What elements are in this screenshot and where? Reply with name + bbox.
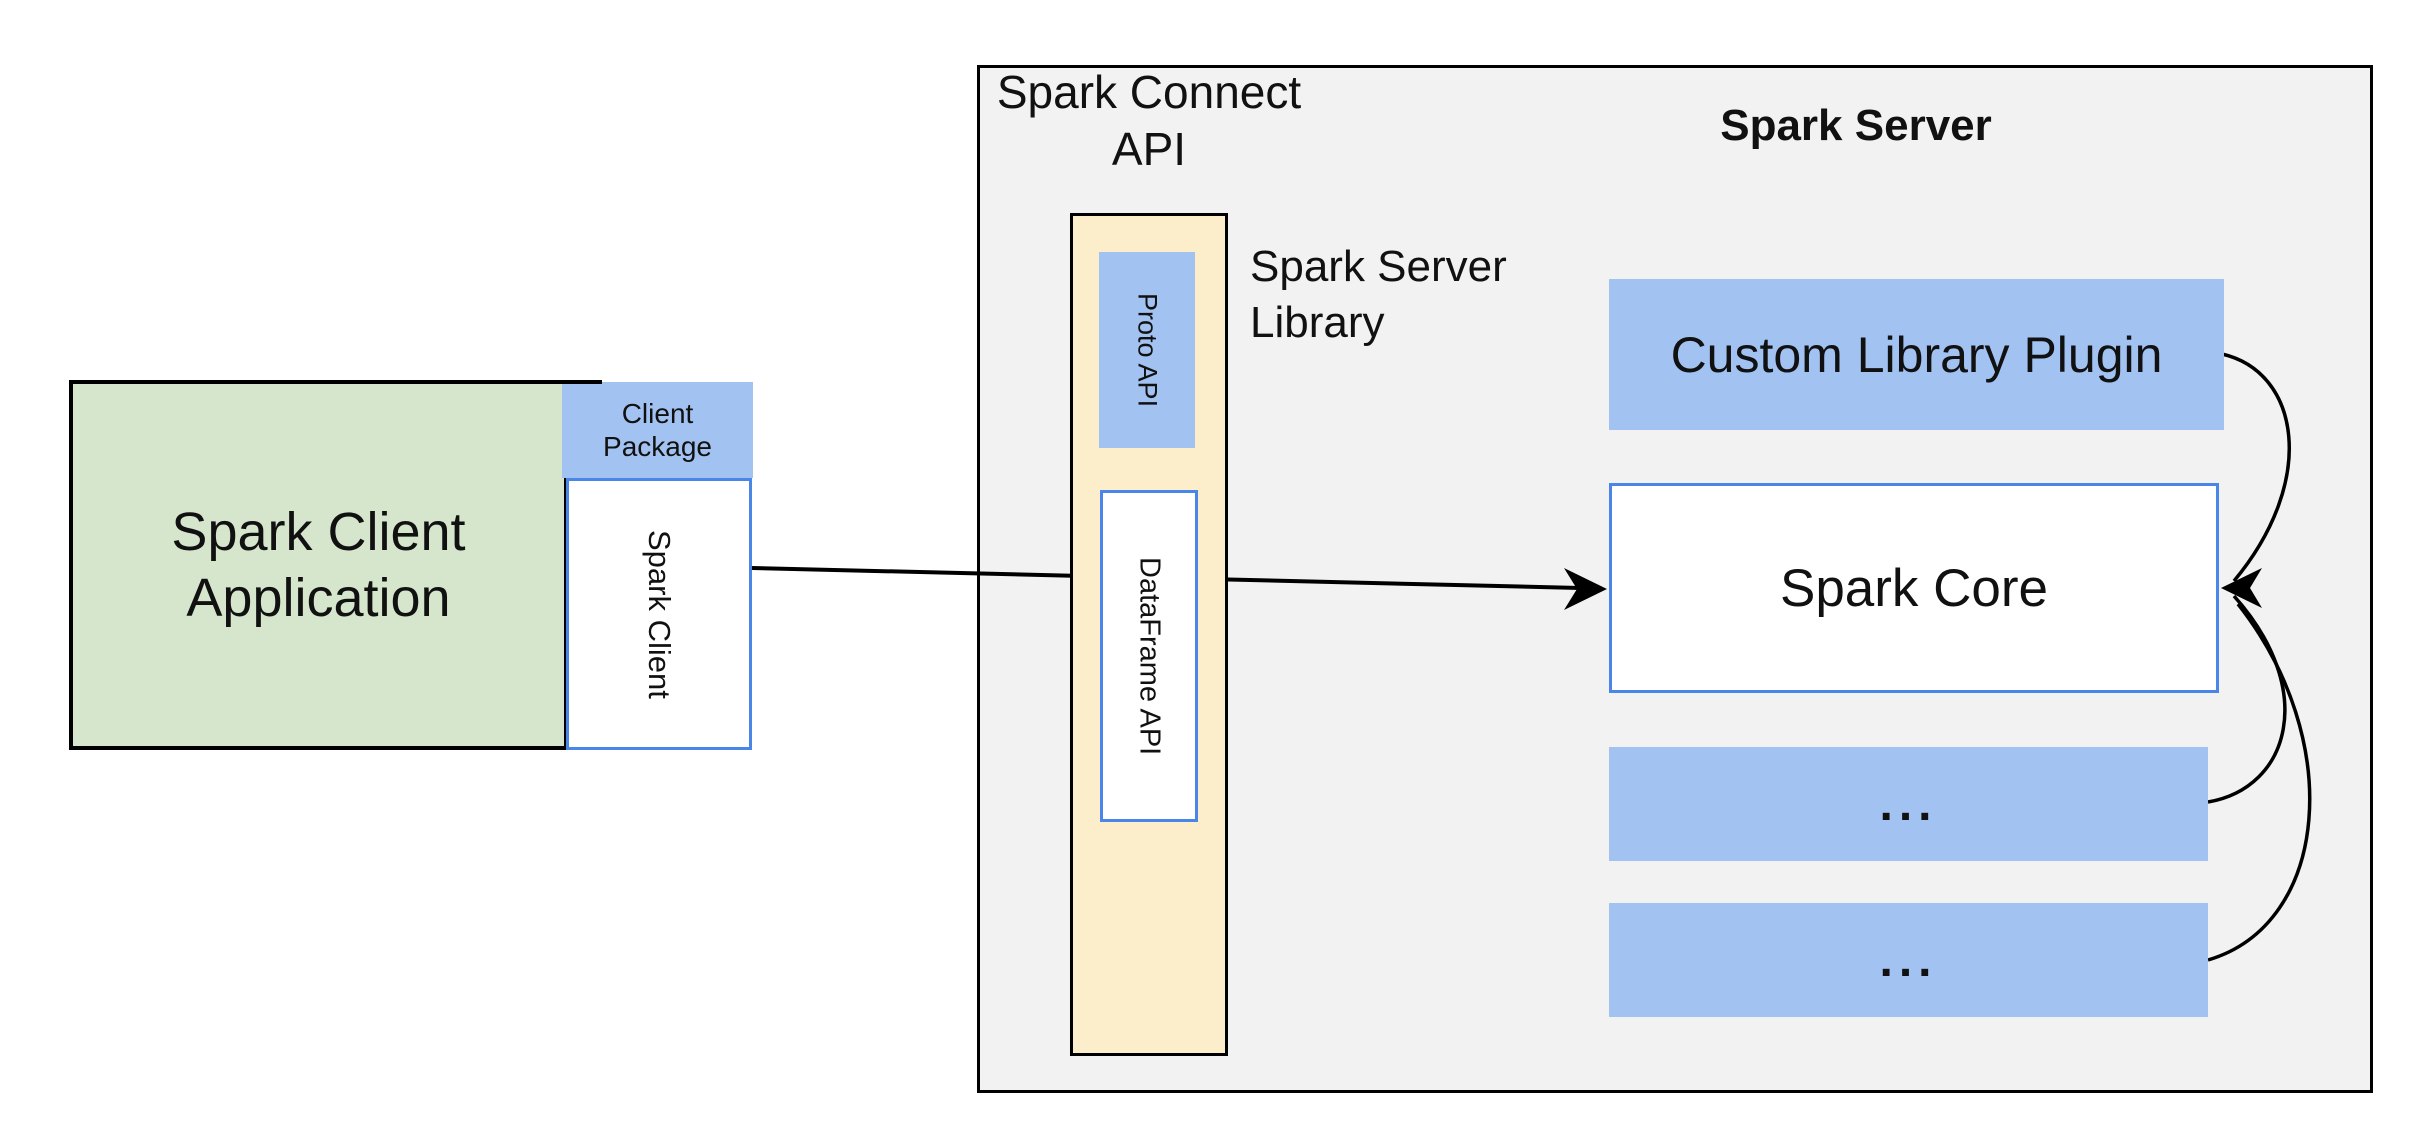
spark-server-library-label: Spark Server Library [1250, 239, 1650, 351]
node-dataframe-api: DataFrame API [1100, 490, 1198, 822]
custom-plugin-label: Custom Library Plugin [1670, 326, 2163, 383]
client-package-label-line2: Package [603, 431, 712, 462]
spark-connect-title-line1: Spark Connect [996, 66, 1302, 118]
spark-server-title: Spark Server [1720, 101, 1992, 150]
client-package-label-line1: Client [621, 398, 694, 429]
node-client-package: Client Package [562, 382, 753, 478]
green-border-overlap-segment [560, 380, 602, 384]
node-plugin-slot-1: ... [1609, 747, 2208, 861]
proto-api-label: Proto API [1132, 292, 1163, 408]
spark-core-label: Spark Core [1779, 558, 2049, 618]
client-app-label-line1: Spark Client [171, 502, 466, 562]
spark-connect-title-line2: API [1111, 123, 1187, 175]
node-plugin-slot-2: ... [1609, 903, 2208, 1017]
client-app-label-line2: Application [186, 568, 451, 628]
plugin-slot-1-label: ... [1879, 777, 1938, 831]
node-spark-client-application: Spark Client Application [69, 380, 568, 750]
node-proto-api: Proto API [1099, 252, 1195, 448]
node-spark-client: Spark Client [566, 478, 752, 750]
dataframe-api-label: DataFrame API [1133, 556, 1166, 756]
library-label-line2: Library [1250, 298, 1385, 347]
spark-client-label: Spark Client [642, 529, 677, 699]
node-custom-library-plugin: Custom Library Plugin [1609, 279, 2224, 430]
node-spark-core: Spark Core [1609, 483, 2219, 693]
plugin-slot-2-label: ... [1879, 933, 1938, 987]
spark-connect-title: Spark Connect API [899, 64, 1399, 178]
library-label-line1: Spark Server [1250, 242, 1507, 291]
